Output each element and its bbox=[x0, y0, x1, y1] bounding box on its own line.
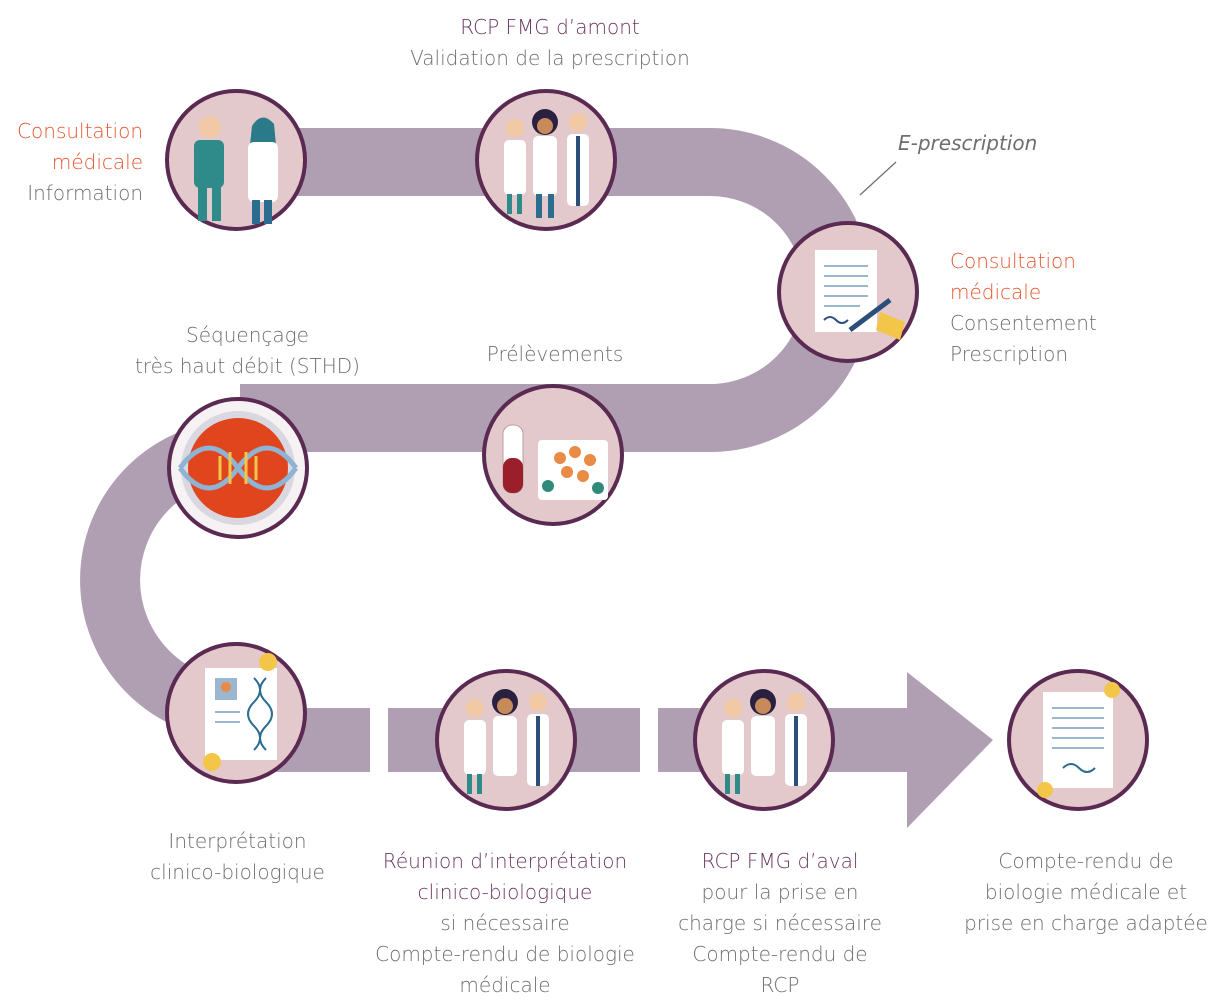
eprescription-text: E-prescription bbox=[898, 131, 1038, 155]
compte-rendu-line1: Compte-rendu de bbox=[998, 849, 1174, 873]
reunion-sub-line1: si nécessaire bbox=[440, 911, 570, 935]
interpretation-line1: Interprétation bbox=[168, 829, 307, 853]
label-eprescription: E-prescription bbox=[898, 128, 1037, 159]
circle-rcp-aval bbox=[693, 669, 835, 811]
label-rcp-amont: RCP FMG d’amont Validation de la prescri… bbox=[385, 12, 715, 74]
compte-rendu-line3: prise en charge adaptée bbox=[964, 911, 1208, 935]
label-reunion: Réunion d’interprétation clinico-biologi… bbox=[355, 846, 655, 1001]
label-consult2: Consultation médicale Consentement Presc… bbox=[950, 246, 1097, 370]
dashed-arrow bbox=[240, 672, 993, 828]
consult2-sub-line2: Prescription bbox=[950, 342, 1068, 366]
circle-reunion bbox=[435, 669, 577, 811]
report-dna-icon bbox=[203, 653, 277, 771]
consult2-title-line1: Consultation bbox=[950, 249, 1076, 273]
reunion-title-line2: clinico-biologique bbox=[417, 880, 593, 904]
circle-sequencage bbox=[167, 397, 309, 539]
rcp-aval-sub-line1: pour la prise en bbox=[701, 880, 859, 904]
sequencage-line1: Séquençage bbox=[186, 323, 309, 347]
reunion-sub-line3: médicale bbox=[459, 973, 551, 997]
doctor-patient-icon bbox=[194, 116, 278, 224]
label-prelevements: Prélèvements bbox=[455, 339, 655, 370]
consult1-title-line2: médicale bbox=[51, 150, 143, 174]
label-rcp-aval: RCP FMG d’aval pour la prise en charge s… bbox=[665, 846, 895, 1001]
consult2-title-line2: médicale bbox=[950, 280, 1042, 304]
circle-compte-rendu bbox=[1007, 669, 1149, 811]
team-icon bbox=[464, 689, 549, 794]
prelevements-title: Prélèvements bbox=[486, 342, 624, 366]
circle-interpretation bbox=[165, 642, 307, 784]
circle-consult2 bbox=[777, 221, 919, 363]
document-signature-icon bbox=[815, 250, 905, 340]
rcp-aval-sub-line4: RCP bbox=[760, 973, 800, 997]
sample-tube-icon bbox=[502, 424, 608, 500]
consult1-sub: Information bbox=[27, 181, 143, 205]
consult1-title-line1: Consultation bbox=[17, 119, 143, 143]
team-icon bbox=[722, 689, 807, 794]
e-prescription-leader bbox=[859, 161, 897, 196]
interpretation-line2: clinico-biologique bbox=[150, 860, 325, 884]
reunion-sub-line2: Compte-rendu de biologie bbox=[375, 942, 635, 966]
sequencage-line2: très haut débit (STHD) bbox=[135, 354, 360, 378]
circle-prelevements bbox=[482, 384, 624, 526]
consult2-sub-line1: Consentement bbox=[950, 311, 1097, 335]
circle-rcp-amont bbox=[475, 89, 617, 231]
label-consult1: Consultation médicale Information bbox=[0, 116, 143, 209]
rcp-aval-title: RCP FMG d’aval bbox=[701, 849, 859, 873]
label-interpretation: Interprétation clinico-biologique bbox=[130, 826, 345, 888]
rcp-aval-sub-line3: Compte-rendu de bbox=[692, 942, 868, 966]
team-icon bbox=[504, 109, 589, 218]
label-sequencage: Séquençage très haut débit (STHD) bbox=[115, 320, 380, 382]
rcp-aval-sub-line2: charge si nécessaire bbox=[678, 911, 882, 935]
reunion-title-line1: Réunion d’interprétation bbox=[382, 849, 628, 873]
dna-icon bbox=[177, 445, 299, 491]
rcp-amont-title: RCP FMG d’amont bbox=[460, 15, 640, 39]
report-icon bbox=[1037, 682, 1120, 798]
compte-rendu-line2: biologie médicale et bbox=[984, 880, 1188, 904]
circle-consult1 bbox=[165, 89, 307, 231]
label-compte-rendu: Compte-rendu de biologie médicale et pri… bbox=[955, 846, 1217, 939]
rcp-amont-sub: Validation de la prescription bbox=[410, 46, 690, 70]
